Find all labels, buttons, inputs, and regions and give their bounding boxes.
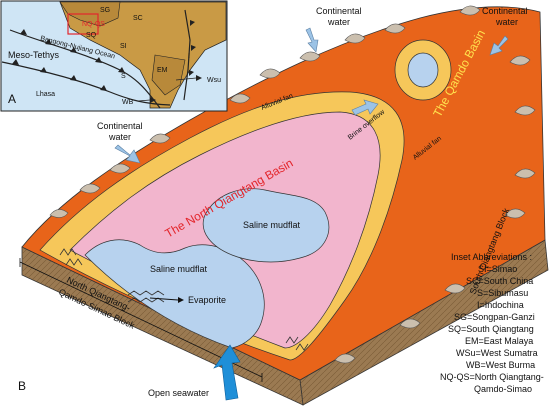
panel-a-letter: A [8,92,16,106]
label-continental-water-left-2: water [108,132,131,142]
abbreviation-item: SQ=South Qiangtang [448,324,534,334]
inset-label-sc: SC [133,15,143,22]
saline-mudflat-upper [202,188,330,263]
inset-label-si: SI [120,43,127,50]
label-continental-water-mid: Continental [316,6,362,16]
block-side-right-hatch [300,240,548,405]
inset-land-lhasa [2,70,120,108]
arrow-continental-water-right [489,35,509,56]
qamdo-basin-lake [407,52,439,88]
inset-wsu-arrow [175,77,197,81]
inset-label-lhasa: Lhasa [36,91,55,98]
panel-b-letter: B [18,379,26,393]
inset-label-nq-qs: NQ-QS [82,21,105,28]
evaporite-arrow [149,297,179,301]
abbreviation-item: SG=Songpan-Ganzi [454,312,535,322]
evaporite-marks [59,248,309,351]
label-continental-water-right: Continental [482,6,528,16]
alluvial-fan-mounds [49,5,536,364]
inset-trench-teeth [12,20,196,91]
abbreviation-item: WSu=West Sumatra [456,348,538,358]
abbreviation-item: SI=Simao [478,264,517,274]
label-saline-mudflat-upper: Saline mudflat [243,220,301,230]
inset-label-wsu: Wsu [207,77,221,84]
label-evaporite: Evaporite [188,295,226,305]
saline-mudflat-lower [84,239,265,349]
block-diagram [19,5,549,406]
label-continental-water-mid-2: water [327,17,350,27]
label-continental-water-right-2: water [495,17,518,27]
inset-land-em [151,54,186,96]
inset-study-area-box [67,13,99,35]
inset-label-i: I [188,53,190,60]
arrow-continental-water-left [114,144,141,164]
inset-label-sg: SG [100,7,110,14]
inset-abbreviations-legend: Inset Abbreviations : SI=Simao SC=South … [440,252,544,394]
inset-label-meso-tethys: Meso-Tethys [8,50,60,60]
inset-label-wb: WB [122,99,134,106]
inset-label-em: EM [157,67,168,74]
abbreviation-item: S=Sibumasu [477,288,528,298]
inset-label-s: S [121,73,126,80]
label-saline-mudflat-lower: Saline mudflat [150,264,208,274]
inset-eastern-trench [183,9,191,101]
abbreviation-item: NQ-QS=North Qiangtang- [440,372,544,382]
label-open-seawater: Open seawater [148,388,209,398]
abbreviation-item: Qamdo-Simao [474,384,532,394]
inset-label-sq: SQ [86,32,97,39]
abbreviation-item: WB=West Burma [466,360,535,370]
open-seawater-arrow[interactable] [213,344,241,401]
abbreviation-item: SC=South China [466,276,533,286]
arrow-continental-water-mid [305,27,319,53]
abbreviation-item: I=Indochina [477,300,524,310]
abbreviation-item: EM=East Malaya [465,336,533,346]
label-continental-water-left: Continental [97,121,143,131]
block-side-front-hatch [22,247,303,405]
evaporite-arrowhead [178,297,184,303]
arrow-brine-overflow [351,99,379,116]
inset-map [0,0,228,112]
inset-wb-arrow [137,99,151,102]
abbreviations-title: Inset Abbreviations : [451,252,532,262]
inset-bangong-suture [9,29,161,109]
continental-water-arrows [114,27,509,164]
